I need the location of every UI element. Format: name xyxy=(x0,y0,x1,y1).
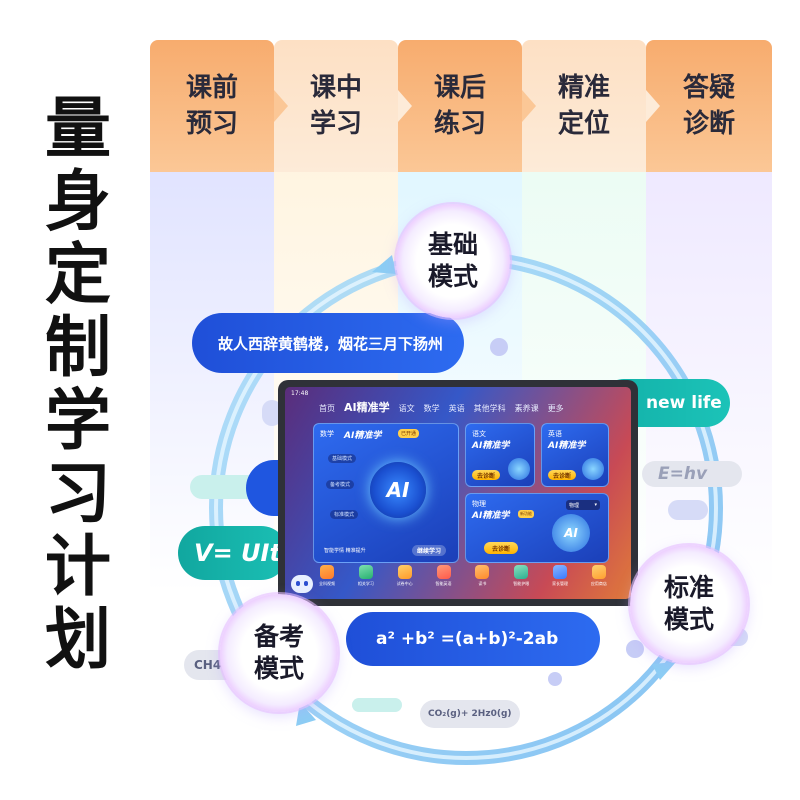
dock-video[interactable]: 全科视频 xyxy=(315,565,339,595)
vertical-title: 量 身 定 制 学 习 计 划 xyxy=(38,92,118,676)
dock-papers[interactable]: 试卷中心 xyxy=(393,565,417,595)
video-icon xyxy=(320,565,334,579)
step-arrow xyxy=(398,90,412,122)
chinese-card-title: AI精准学 xyxy=(472,441,510,451)
chinese-card-subject: 语文 xyxy=(472,430,486,438)
math-card-title: AI精准学 xyxy=(344,431,382,441)
english-diagnose-button[interactable]: 去诊断 xyxy=(548,470,576,480)
status-time: 17:48 xyxy=(291,390,309,397)
book-icon xyxy=(475,565,490,579)
english-icon xyxy=(436,565,451,579)
pill-math-formula: a² +b² =(a+b)²-2ab xyxy=(346,612,600,666)
title-char: 制 xyxy=(45,309,111,386)
continue-button[interactable]: 继续学习 xyxy=(412,545,446,556)
ring-arrow xyxy=(296,702,316,726)
tablet-screen: 17:48 首页 AI精准学 语文 数学 英语 其他学科 素养课 更多 数学 A… xyxy=(285,387,631,599)
step-after-class: 课后 练习 xyxy=(398,40,522,172)
study-icon xyxy=(358,565,373,579)
bubble-standard-mode: 标准 模式 xyxy=(630,545,748,663)
dock-eye-care[interactable]: 智能护眼 xyxy=(509,565,533,595)
dock-reading[interactable]: 读书 xyxy=(470,565,494,595)
step-arrow xyxy=(522,90,536,122)
title-char: 计 xyxy=(45,528,111,605)
title-char: 划 xyxy=(45,601,111,678)
bubble-basic-mode: 基础 模式 xyxy=(396,204,510,318)
english-card-subject: 英语 xyxy=(548,430,562,438)
pill-chemistry: CO₂(g)+ 2Hz0(g) xyxy=(420,700,520,728)
dock-english[interactable]: 智能英语 xyxy=(432,565,456,595)
chinese-diagnose-button[interactable]: 去诊断 xyxy=(472,470,500,480)
deco-dot xyxy=(548,672,562,686)
tablet-device: 17:48 首页 AI精准学 语文 数学 英语 其他学科 素养课 更多 数学 A… xyxy=(278,380,638,606)
nav-english[interactable]: 英语 xyxy=(448,404,465,413)
pill-poem: 故人西辞黄鹤楼，烟花三月下扬州 xyxy=(192,313,464,373)
ring-arrow xyxy=(372,255,396,274)
nav-chinese[interactable]: 语文 xyxy=(398,404,415,413)
step-preview: 课前 预习 xyxy=(150,40,274,172)
physics-card-subject: 物理 xyxy=(472,500,486,508)
step-locate: 精准 定位 xyxy=(522,40,646,172)
assistant-robot-icon[interactable] xyxy=(291,575,313,593)
physics-ai-card[interactable]: 物理 AI精准学 新功能 物理▾ 去诊断 AI xyxy=(465,493,609,563)
physics-card-badge: 新功能 xyxy=(518,510,534,518)
title-char: 量 xyxy=(45,90,111,167)
physics-card-title: AI精准学 xyxy=(472,511,510,521)
tablet-nav: 首页 AI精准学 语文 数学 英语 其他学科 素养课 更多 xyxy=(319,399,564,415)
math-card-badge: 已开通 xyxy=(398,429,420,438)
deco-dot xyxy=(490,338,508,356)
deco-pill xyxy=(668,500,708,520)
step-arrow xyxy=(274,90,288,122)
mode-exam[interactable]: 备考模式 xyxy=(326,480,355,489)
step-arrow xyxy=(646,90,660,122)
physics-diagnose-button[interactable]: 去诊断 xyxy=(484,542,518,554)
nav-more[interactable]: 更多 xyxy=(547,404,564,413)
dock-parent[interactable]: 家长管理 xyxy=(548,565,572,595)
math-card-footer: 智能学情 精准提升 xyxy=(324,548,366,554)
english-ai-card[interactable]: 英语 AI精准学 去诊断 xyxy=(541,423,609,487)
math-card-subject: 数学 xyxy=(320,430,334,438)
deco-pill xyxy=(352,698,402,712)
nav-home[interactable]: 首页 xyxy=(319,404,335,413)
step-diagnose: 答疑 诊断 xyxy=(646,40,772,172)
pill-energy: E=hv xyxy=(642,461,742,487)
nav-ai[interactable]: AI精准学 xyxy=(344,401,390,414)
step-in-class: 课中 学习 xyxy=(274,40,398,172)
dock-study[interactable]: 相关学习 xyxy=(354,565,378,595)
papers-icon xyxy=(397,565,412,579)
chinese-ai-card[interactable]: 语文 AI精准学 去诊断 xyxy=(465,423,535,487)
eye-icon xyxy=(514,565,529,579)
mode-standard[interactable]: 标准模式 xyxy=(330,510,359,519)
chinese-robot-icon xyxy=(508,458,530,480)
title-char: 定 xyxy=(45,236,111,313)
nav-other[interactable]: 其他学科 xyxy=(473,404,506,413)
ring-arrow xyxy=(652,662,676,680)
nav-quality[interactable]: 素养课 xyxy=(514,404,539,413)
store-icon xyxy=(591,565,606,579)
english-robot-icon xyxy=(582,458,604,480)
english-card-title: AI精准学 xyxy=(548,441,586,451)
dock-store[interactable]: 应用商店 xyxy=(587,565,611,595)
ai-orb: AI xyxy=(370,462,426,518)
app-dock: 全科视频 相关学习 试卷中心 智能英语 读书 智能护眼 家长管理 应用商店 xyxy=(315,565,611,595)
title-char: 学 xyxy=(45,382,111,459)
subject-select[interactable]: 物理▾ xyxy=(566,500,600,510)
mode-basic[interactable]: 基础模式 xyxy=(328,454,357,463)
title-char: 身 xyxy=(45,163,111,240)
math-ai-card[interactable]: 数学 AI精准学 已开通 AI 基础模式 备考模式 标准模式 智能学情 精准提升… xyxy=(313,423,459,563)
title-char: 习 xyxy=(45,455,111,532)
physics-ai-orb: AI xyxy=(552,514,590,552)
pill-voltage: V= UIt xyxy=(178,526,288,580)
chevron-down-icon: ▾ xyxy=(594,502,597,508)
study-steps: 课前 预习 课中 学习 课后 练习 精准 定位 答疑 诊断 xyxy=(150,40,772,172)
nav-math[interactable]: 数学 xyxy=(423,404,440,413)
bubble-exam-mode: 备考 模式 xyxy=(220,594,338,712)
deco-dot xyxy=(626,640,644,658)
deco-pill xyxy=(262,400,282,426)
parent-icon xyxy=(553,565,568,579)
